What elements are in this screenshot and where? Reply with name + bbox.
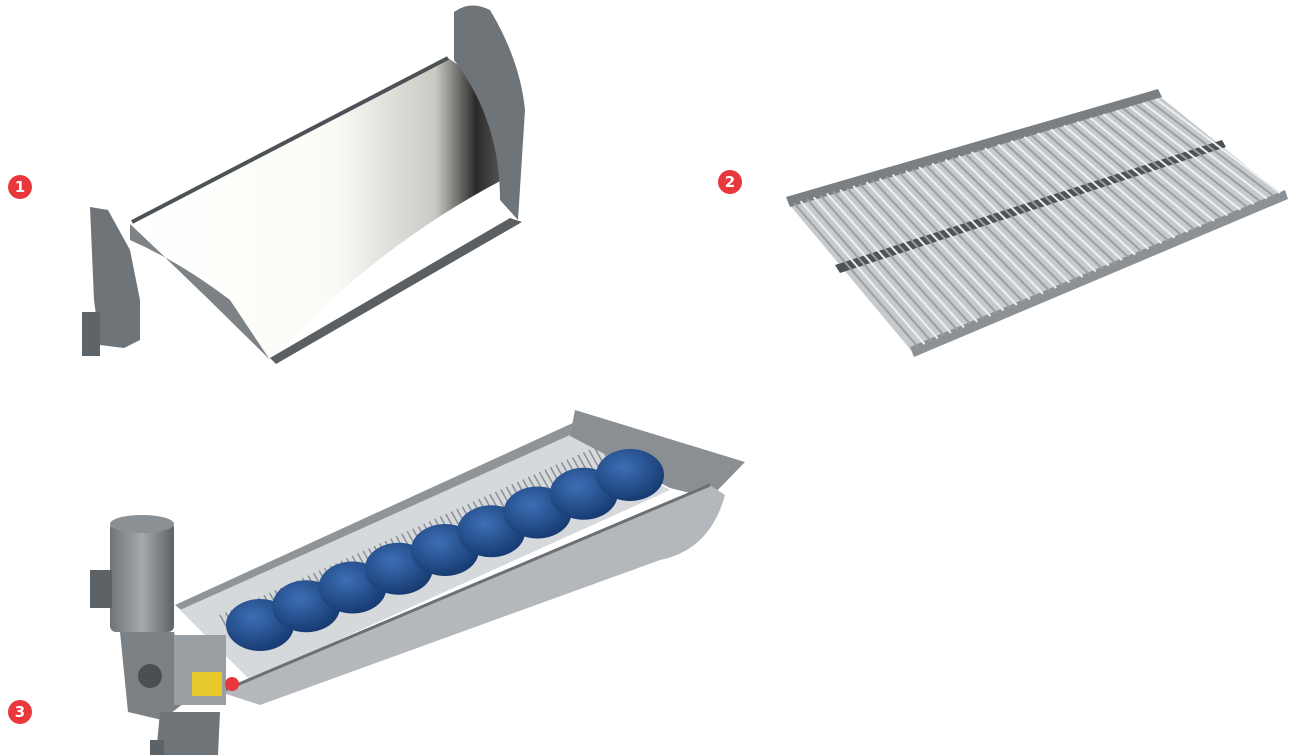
grate-bar bbox=[1122, 107, 1248, 208]
grate-bar bbox=[1043, 130, 1169, 242]
chute-top-rim bbox=[131, 56, 449, 224]
grate-bar bbox=[799, 200, 926, 345]
grate-bar bbox=[977, 149, 1103, 270]
grate-bar bbox=[878, 177, 1005, 312]
chute-left-plate bbox=[90, 207, 140, 348]
perforation-slot bbox=[538, 471, 551, 491]
grate-bar bbox=[1096, 115, 1222, 219]
grate-bar bbox=[839, 189, 965, 329]
grate-bar bbox=[819, 194, 946, 337]
grate-bar bbox=[1056, 126, 1182, 236]
grate-bar bbox=[1102, 113, 1228, 217]
bar-screen-grate-icon bbox=[786, 89, 1288, 357]
chute-left-bracket bbox=[82, 312, 100, 356]
grate-bar bbox=[1135, 103, 1261, 203]
grate-bar bbox=[984, 147, 1110, 267]
chute-inner bbox=[132, 58, 502, 360]
item-badge-1: 1 bbox=[8, 175, 32, 199]
grate-bar bbox=[898, 172, 1025, 303]
grate-bar bbox=[911, 168, 1038, 298]
grate-bar bbox=[971, 151, 1097, 273]
grate-bar bbox=[997, 143, 1123, 261]
grate-back-rail bbox=[786, 89, 1162, 207]
auger-flight bbox=[596, 449, 664, 501]
grate-bar bbox=[1063, 124, 1189, 233]
grate-bar bbox=[1036, 132, 1163, 245]
grate-bar bbox=[892, 173, 1018, 306]
grate-bar bbox=[1148, 100, 1275, 197]
grate-bar bbox=[826, 192, 952, 334]
sensor-box bbox=[192, 672, 222, 696]
perforation-slot bbox=[588, 449, 600, 469]
grate-bar bbox=[859, 183, 985, 320]
grate-bar bbox=[1129, 105, 1255, 205]
grate-bar bbox=[944, 158, 1071, 284]
grate-bar bbox=[924, 164, 1051, 292]
item-badge-2: 2 bbox=[718, 170, 742, 194]
grate-bar bbox=[905, 170, 1031, 301]
grate-bar bbox=[1076, 120, 1202, 228]
grate-bar bbox=[1069, 122, 1196, 231]
chute-right-plate bbox=[454, 5, 525, 221]
grate-bar bbox=[1023, 136, 1150, 250]
grate-bar bbox=[1050, 128, 1176, 239]
perforation-slot bbox=[582, 452, 595, 471]
grate-bar bbox=[1082, 119, 1209, 225]
grate-bar bbox=[938, 160, 1064, 287]
grate-bar bbox=[806, 198, 932, 343]
screw-conveyor-icon bbox=[90, 410, 745, 755]
grate-bar bbox=[1003, 141, 1130, 259]
conveyor-front-wall bbox=[220, 485, 725, 705]
grate-bar bbox=[885, 175, 1011, 309]
chute-rim bbox=[270, 218, 522, 364]
grate-bar bbox=[1089, 117, 1215, 222]
grate-bar bbox=[1115, 109, 1242, 211]
grate-bar bbox=[957, 155, 1084, 278]
conveyor-end-cap bbox=[570, 410, 745, 498]
grate-bar bbox=[931, 162, 1057, 289]
motor-fan-cover bbox=[110, 522, 174, 632]
grate-bar bbox=[1109, 111, 1235, 214]
grate-bar bbox=[990, 145, 1117, 264]
grate-bar bbox=[918, 166, 1044, 295]
grate-front-rail bbox=[910, 190, 1288, 357]
grate-bar bbox=[845, 187, 972, 326]
grate-bar bbox=[1010, 139, 1136, 256]
trough-chute-icon bbox=[82, 5, 525, 364]
grate-bar bbox=[1017, 137, 1143, 253]
grate-bar bbox=[964, 153, 1090, 275]
sensor-lamp bbox=[225, 677, 239, 691]
grate-bar bbox=[1155, 98, 1281, 194]
motor-top bbox=[110, 515, 174, 533]
chute-front-wall bbox=[130, 224, 270, 360]
conveyor-leg bbox=[156, 712, 220, 755]
grate-bar bbox=[951, 156, 1077, 281]
grate-bar bbox=[1030, 134, 1156, 247]
grate-bars bbox=[793, 98, 1281, 348]
grate-bar bbox=[865, 181, 992, 317]
grate-bar bbox=[812, 196, 939, 340]
grate-bar bbox=[852, 185, 978, 323]
motor-side-box bbox=[90, 570, 112, 608]
grate-bar bbox=[793, 202, 919, 348]
perforation-slot bbox=[494, 491, 507, 511]
gearbox-shaft bbox=[138, 664, 162, 688]
conveyor-front-rim bbox=[219, 483, 711, 694]
grate-bar bbox=[1142, 101, 1268, 200]
item-badge-3: 3 bbox=[8, 700, 32, 724]
conveyor-foot bbox=[150, 740, 164, 755]
auger-flights bbox=[226, 449, 664, 651]
grate-bar bbox=[832, 190, 959, 331]
grate-bar bbox=[872, 179, 998, 315]
